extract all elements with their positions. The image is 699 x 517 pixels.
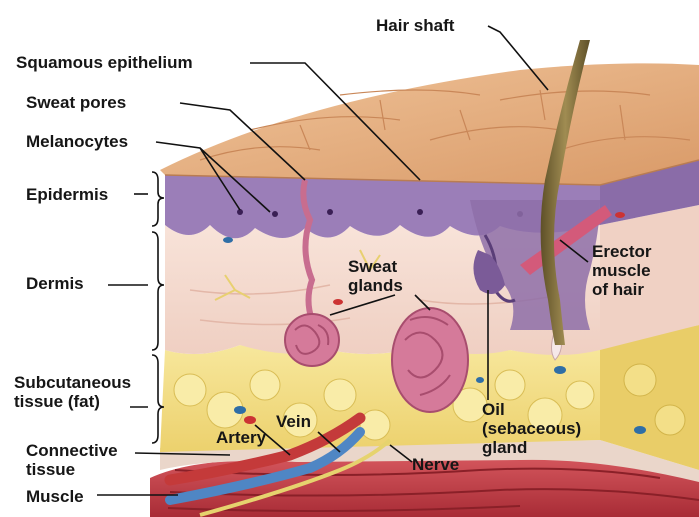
label-nerve: Nerve [412,455,459,474]
label-subcutaneous-tissue: Subcutaneous tissue (fat) [14,373,131,411]
label-oil-gland: Oil (sebaceous) gland [482,400,581,457]
label-squamous-epithelium: Squamous epithelium [16,53,193,72]
label-erector-line3: of hair [592,280,652,299]
label-connective-line1: Connective [26,441,118,460]
label-sweat-glands: Sweat glands [348,257,403,295]
label-erector-line2: muscle [592,261,652,280]
label-oil-line1: Oil [482,400,581,419]
label-erector-muscle: Erector muscle of hair [592,242,652,299]
bracket-dermis [152,232,164,350]
label-connective-line2: tissue [26,460,118,479]
label-sweat-glands-line2: glands [348,276,403,295]
label-connective-tissue: Connective tissue [26,441,118,479]
label-sweat-pores: Sweat pores [26,93,126,112]
skin-surface [160,63,699,185]
label-melanocytes: Melanocytes [26,132,128,151]
label-dermis: Dermis [26,274,84,293]
sweat-gland-right [392,308,468,412]
label-subcutaneous-line2: tissue (fat) [14,392,131,411]
label-muscle: Muscle [26,487,84,506]
label-hair-shaft: Hair shaft [376,16,454,35]
label-erector-line1: Erector [592,242,652,261]
label-oil-line3: gland [482,438,581,457]
label-vein: Vein [276,412,311,431]
bracket-epidermis [152,172,164,226]
label-epidermis: Epidermis [26,185,108,204]
label-sweat-glands-line1: Sweat [348,257,403,276]
label-subcutaneous-line1: Subcutaneous [14,373,131,392]
label-oil-line2: (sebaceous) [482,419,581,438]
label-artery: Artery [216,428,266,447]
